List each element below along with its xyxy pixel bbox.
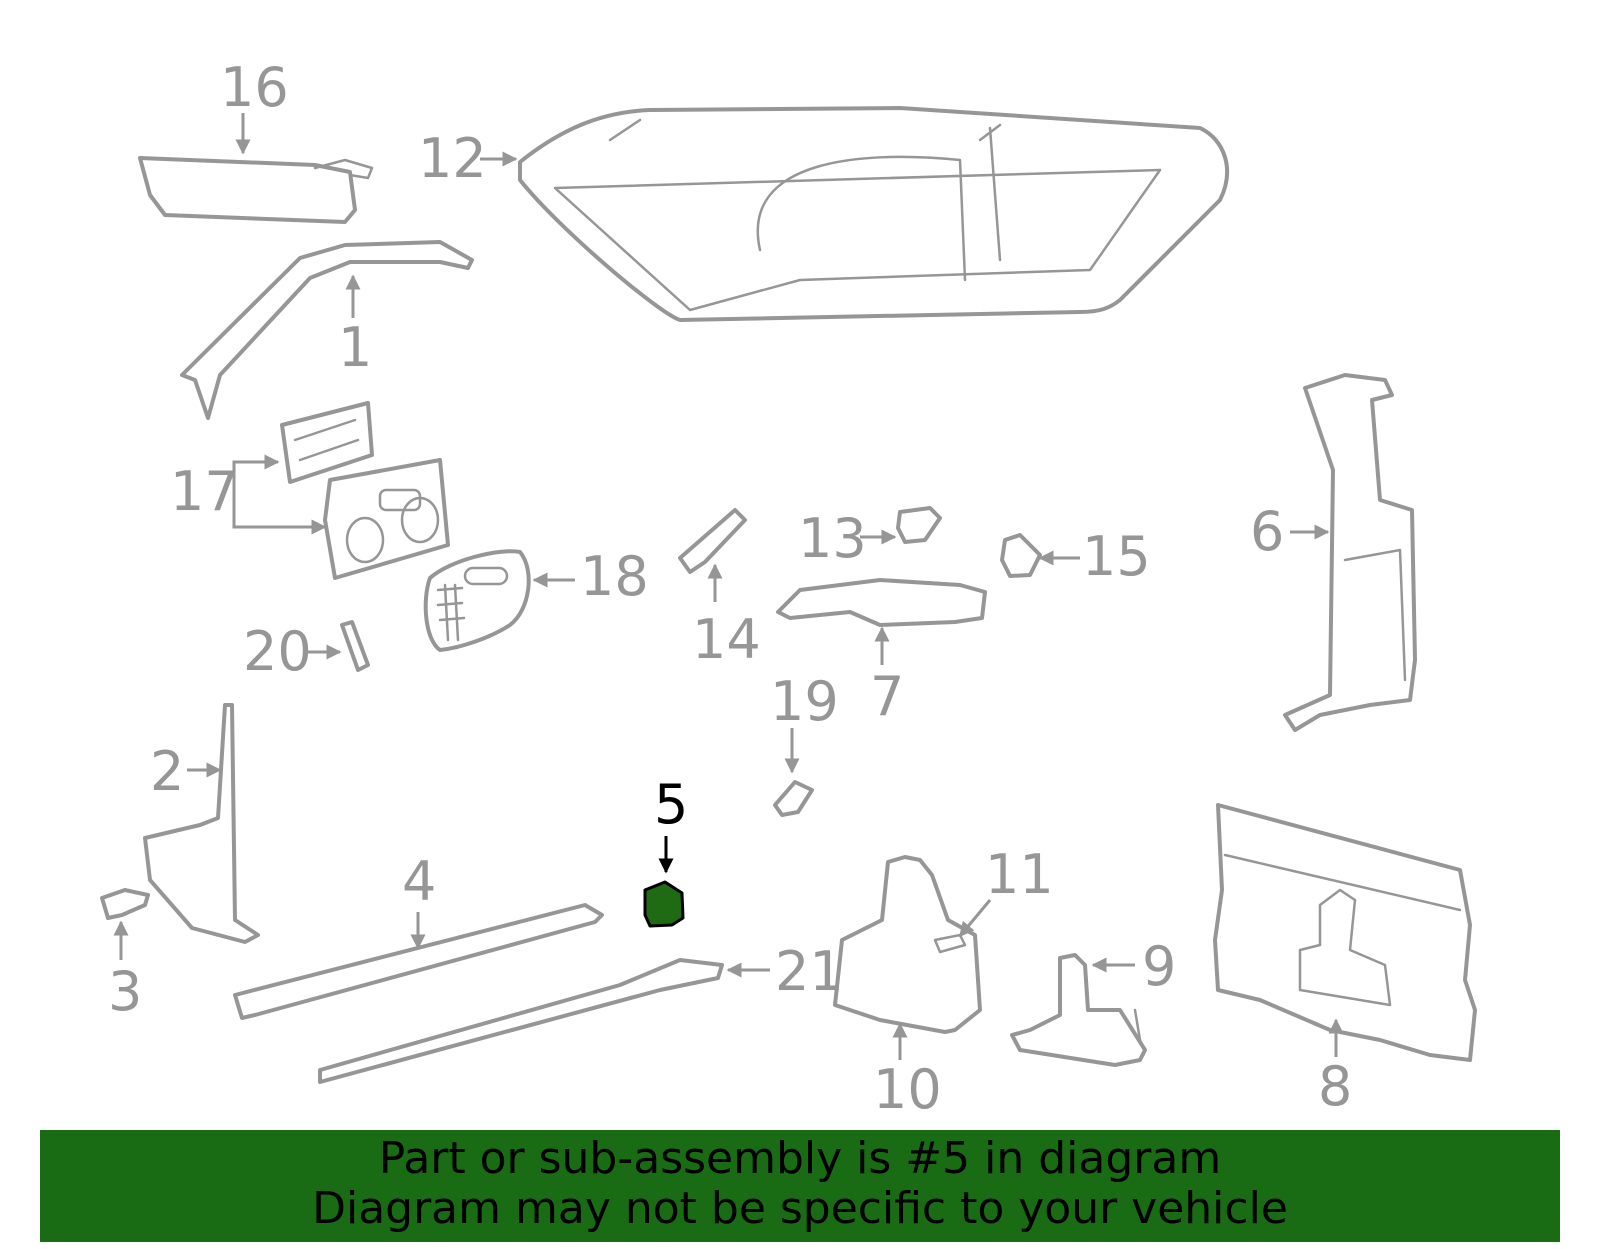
part-9-jack-bracket (1010, 953, 1147, 1067)
part-7-header-trim (776, 578, 987, 627)
part-16-sun-visor (138, 156, 374, 224)
svg-text:4: 4 (402, 850, 436, 913)
callout-11: 11 (958, 843, 1054, 938)
callout-14: 14 (692, 563, 761, 671)
part-18-dome-lens (423, 549, 531, 652)
callout-15: 15 (1038, 525, 1151, 588)
svg-text:12: 12 (418, 127, 487, 190)
callout-10: 10 (873, 1022, 942, 1121)
part-2-pillar-trim (143, 703, 260, 944)
part-10-jack-cover (833, 855, 982, 1034)
callout-12: 12 (418, 127, 518, 190)
callout-21: 21 (726, 940, 844, 1003)
part-4-scuff-plate (233, 903, 604, 1020)
svg-text:11: 11 (985, 843, 1054, 906)
callout-3: 3 (108, 920, 142, 1023)
callout-16: 16 (220, 56, 289, 155)
svg-text:18: 18 (580, 545, 649, 608)
callout-6: 6 (1250, 500, 1330, 563)
callout-4: 4 (402, 850, 436, 950)
callout-8: 8 (1318, 1018, 1352, 1118)
part-20-bulb (340, 620, 370, 672)
svg-text:17: 17 (170, 460, 239, 523)
svg-text:6: 6 (1250, 500, 1284, 563)
part-1-pillar-trim (180, 240, 474, 420)
callout-2: 2 (150, 740, 222, 803)
part-19-bulb (773, 780, 814, 817)
callout-17: 17 (170, 454, 327, 535)
svg-text:9: 9 (1142, 935, 1176, 998)
svg-text:19: 19 (770, 670, 839, 733)
banner-line-1: Part or sub-assembly is #5 in diagram (378, 1133, 1222, 1184)
callout-20: 20 (243, 620, 342, 683)
part-3-screw (100, 888, 150, 920)
part-8-back-panel (1213, 803, 1477, 1062)
callout-9: 9 (1091, 935, 1176, 998)
part-13-clip (896, 506, 942, 544)
callout-5: 5 (654, 773, 688, 874)
svg-text:3: 3 (108, 960, 142, 1023)
svg-text:15: 15 (1082, 525, 1151, 588)
svg-text:10: 10 (873, 1058, 942, 1121)
svg-text:2: 2 (150, 740, 184, 803)
part-6-quarter-panel (1283, 373, 1417, 732)
callout-18: 18 (532, 545, 649, 608)
part-17-console (280, 401, 450, 580)
callout-7: 7 (870, 626, 904, 728)
callout-1: 1 (338, 274, 372, 379)
svg-text:8: 8 (1318, 1055, 1352, 1118)
part-15-retainer (1000, 533, 1042, 578)
svg-text:7: 7 (870, 665, 904, 728)
info-banner: Part or sub-assembly is #5 in diagram Di… (40, 1130, 1560, 1242)
callout-13: 13 (798, 507, 897, 570)
banner-line-2: Diagram may not be specific to your vehi… (312, 1183, 1288, 1234)
part-21-sill-plate (318, 958, 724, 1084)
part-5-clip-highlighted (643, 880, 685, 928)
svg-text:20: 20 (243, 620, 312, 683)
svg-text:21: 21 (775, 940, 844, 1003)
part-14-grab-handle (678, 508, 747, 574)
svg-text:13: 13 (798, 507, 867, 570)
part-12-headliner (518, 106, 1230, 322)
svg-text:16: 16 (220, 56, 289, 119)
svg-text:1: 1 (338, 316, 372, 379)
svg-text:14: 14 (692, 608, 761, 671)
svg-text:5: 5 (654, 773, 688, 836)
callout-19: 19 (770, 670, 839, 774)
